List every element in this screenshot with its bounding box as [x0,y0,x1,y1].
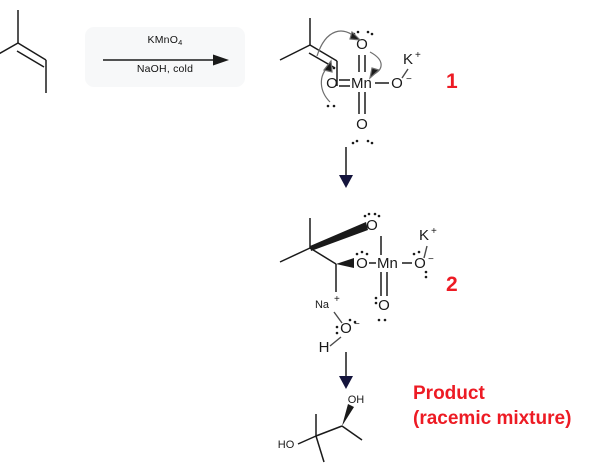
bond-methyl-left [0,42,19,55]
product-hydroxyl-left-label: HO [278,439,295,451]
int2-base-oxygen-atom: O [340,320,352,337]
mechanism-arrow-2 [337,352,355,390]
product-label-line1: Product [413,383,485,404]
reagent-kmno4-subscript: 4 [178,38,183,47]
int2-wedge-to-oleft [336,258,354,268]
int1-mn-atom: Mn [351,75,372,92]
mechanism-arrow-1-head [339,175,353,188]
bond-alkene-a [17,42,47,61]
reaction-arrow-head [213,54,229,66]
int1-bond-methyl-left [279,44,311,61]
reagent-above-arrow: KMnO4 [85,34,245,47]
int1-bond-alkene-a [309,44,338,62]
int2-bond-c-c [309,247,337,265]
mechanism-arrow-1 [337,147,355,189]
int2-bond-o-h [329,336,342,347]
intermediate-2-structure: O O Mn O − O K + Na + O − H [262,200,442,356]
reaction-conditions-box: KMnO4 NaOH, cold [85,27,245,87]
int1-oxygen-top-atom: O [356,36,368,53]
product-wedge-to-oh [342,404,354,426]
product-bond-ethyl-methyl [341,425,363,441]
int1-potassium-charge: + [415,50,421,61]
int1-bond-o-k [401,68,409,79]
int2-mn-atom: Mn [377,255,398,272]
int2-oxygen-top-atom: O [366,217,378,234]
product-structure: HO OH [268,392,388,470]
product-hydroxyl-right-label: OH [348,394,365,406]
int2-oxygen-right-atom: O [414,255,426,272]
int2-bond-o-k [423,245,428,259]
int2-sodium-charge: + [334,294,340,305]
starting-material-structure [0,5,85,100]
int2-oxygen-right-charge: − [428,254,434,265]
reagent-kmno4-text: KMnO [147,34,179,46]
int2-bond-na-o [333,311,343,324]
int1-curved-arrows [316,30,382,103]
int2-oxygen-left-atom: O [356,255,368,272]
intermediate-2-label: 2 [446,273,458,296]
reagent-below-arrow: NaOH, cold [136,63,194,75]
int1-oxygen-bottom-atom: O [356,116,368,133]
int2-bond-methyl-left [279,247,311,263]
product-bond-methyl-down [315,435,325,463]
int2-potassium-charge: + [431,226,437,237]
bond-alkene-b [16,50,45,68]
int2-sodium-atom: Na [315,299,330,311]
int2-lone-pairs [335,212,428,335]
product-label-line2: (racemic mixture) [413,408,572,429]
int2-base-oxygen-charge: − [354,319,360,330]
product-bond-c-c [315,425,343,437]
intermediate-1-label: 1 [446,70,458,93]
int2-wedge-to-otop [310,222,368,251]
int1-oxygen-left-atom: O [326,75,338,92]
int2-oxygen-bottom-atom: O [378,297,390,314]
int1-oxygen-right-charge: − [406,74,412,85]
int1-potassium-atom: K [403,51,413,68]
mechanism-arrow-2-head [339,376,353,389]
intermediate-1-structure: Mn O O O O − K + [262,12,437,147]
int2-potassium-atom: K [419,227,429,244]
product-bond-ho-c [297,435,317,445]
int2-base-hydrogen-atom: H [319,339,330,356]
reaction-arrow [103,54,229,66]
int1-oxygen-right-atom: O [391,75,403,92]
product-label: Product (racemic mixture) [413,381,571,431]
